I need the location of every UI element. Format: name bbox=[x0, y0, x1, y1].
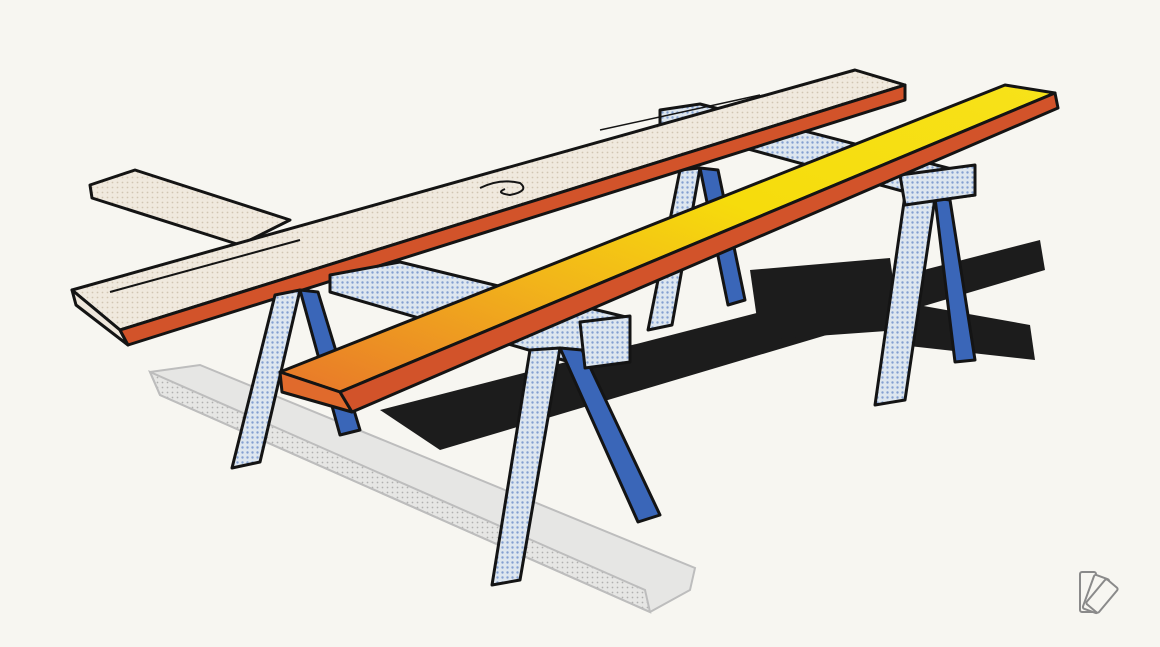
cream-plank bbox=[70, 68, 907, 347]
palette-swatch-icon bbox=[1079, 571, 1119, 615]
yellow-plank bbox=[278, 83, 1060, 414]
